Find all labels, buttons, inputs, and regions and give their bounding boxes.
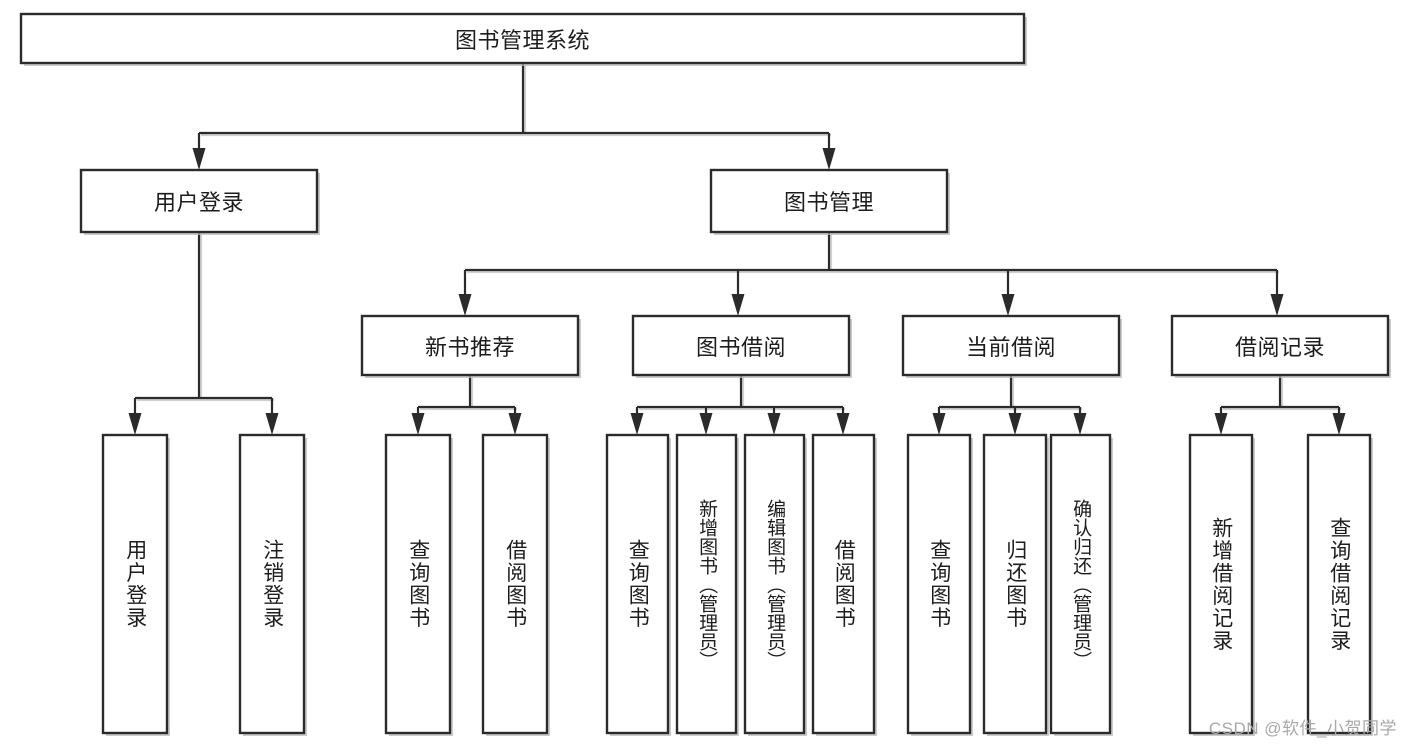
connector-shadow — [941, 377, 1082, 411]
connector-shadow — [201, 65, 831, 137]
connector-arrow-icon — [458, 294, 472, 316]
connector-line — [1219, 375, 1341, 413]
node-root[interactable] — [19, 12, 1027, 66]
node-leaf-user-login[interactable] — [101, 433, 170, 736]
connector-group — [932, 375, 1087, 435]
connector-shadow — [467, 234, 1279, 274]
node-current-borrow[interactable] — [901, 314, 1122, 378]
connector-arrow-icon — [932, 413, 946, 435]
node-leaf-query-book-2[interactable] — [605, 433, 671, 736]
node-borrow-record[interactable] — [1170, 314, 1391, 378]
connector-line — [463, 232, 1279, 294]
node-leaf-query-borrow-record[interactable] — [1306, 433, 1373, 736]
connector-group — [630, 375, 850, 435]
connector-arrow-icon — [767, 413, 781, 435]
node-leaf-add-borrow-record[interactable] — [1188, 433, 1255, 736]
connector-arrow-icon — [731, 294, 745, 316]
connector-arrow-icon — [822, 148, 836, 170]
node-rect-leaf[interactable] — [1306, 433, 1372, 735]
node-book-borrow[interactable] — [631, 314, 852, 378]
connector-arrow-icon — [1073, 413, 1087, 435]
node-leaf-query-book-1[interactable] — [384, 433, 453, 736]
connector-line — [635, 375, 845, 413]
connector-arrow-icon — [1270, 294, 1284, 316]
node-new-book-recommend[interactable] — [360, 314, 581, 378]
node-book-manage[interactable] — [709, 168, 950, 235]
node-leaf-query-book-3[interactable] — [906, 433, 973, 736]
connector-arrow-icon — [128, 413, 142, 435]
node-rect-leaf[interactable] — [384, 433, 452, 735]
node-rect-level2[interactable] — [1170, 314, 1390, 377]
node-rect-leaf[interactable] — [101, 433, 169, 735]
node-rect-leaf[interactable] — [982, 433, 1048, 735]
node-rect-level1[interactable] — [709, 168, 949, 234]
node-leaf-add-book[interactable] — [675, 433, 739, 736]
node-rect-level2[interactable] — [360, 314, 580, 377]
connector-line — [416, 375, 517, 413]
connector-line — [133, 232, 274, 413]
node-rect-leaf[interactable] — [1049, 433, 1112, 735]
connector-group — [1214, 375, 1346, 435]
connector-line — [197, 63, 831, 148]
node-leaf-edit-book[interactable] — [743, 433, 807, 736]
node-rect-leaf[interactable] — [605, 433, 670, 735]
connector-arrow-icon — [192, 148, 206, 170]
node-leaf-logout[interactable] — [238, 433, 307, 736]
connector-arrow-icon — [699, 413, 713, 435]
node-rect-leaf[interactable] — [1188, 433, 1254, 735]
connector-shadow — [420, 377, 517, 411]
connector-line — [937, 375, 1082, 413]
node-leaf-confirm-return[interactable] — [1049, 433, 1113, 736]
connector-arrow-icon — [630, 413, 644, 435]
connector-shadow — [137, 234, 274, 402]
node-rect-leaf[interactable] — [675, 433, 738, 735]
node-leaf-borrow-book-1[interactable] — [481, 433, 550, 736]
connector-arrow-icon — [265, 413, 279, 435]
node-rect-leaf[interactable] — [743, 433, 806, 735]
node-leaf-borrow-book-2[interactable] — [811, 433, 877, 736]
connector-arrow-icon — [836, 413, 850, 435]
node-rect-root[interactable] — [19, 12, 1026, 65]
connector-shadow — [1223, 377, 1341, 411]
node-rect-leaf[interactable] — [811, 433, 876, 735]
connector-arrow-icon — [411, 413, 425, 435]
node-rect-leaf[interactable] — [238, 433, 306, 735]
connector-shadow — [639, 377, 845, 411]
node-rect-leaf[interactable] — [481, 433, 549, 735]
node-leaf-return-book[interactable] — [982, 433, 1049, 736]
connector-group — [411, 375, 522, 435]
node-rect-leaf[interactable] — [906, 433, 972, 735]
connector-group — [458, 232, 1284, 316]
node-rect-level1[interactable] — [79, 168, 319, 234]
connector-group — [192, 63, 836, 170]
node-rect-level2[interactable] — [631, 314, 851, 377]
connector-group — [128, 232, 279, 435]
node-rect-level2[interactable] — [901, 314, 1121, 377]
connector-arrow-icon — [508, 413, 522, 435]
connector-arrow-icon — [1001, 294, 1015, 316]
connector-arrow-icon — [1332, 413, 1346, 435]
node-user-login[interactable] — [79, 168, 320, 235]
connector-arrow-icon — [1008, 413, 1022, 435]
connector-arrow-icon — [1214, 413, 1228, 435]
